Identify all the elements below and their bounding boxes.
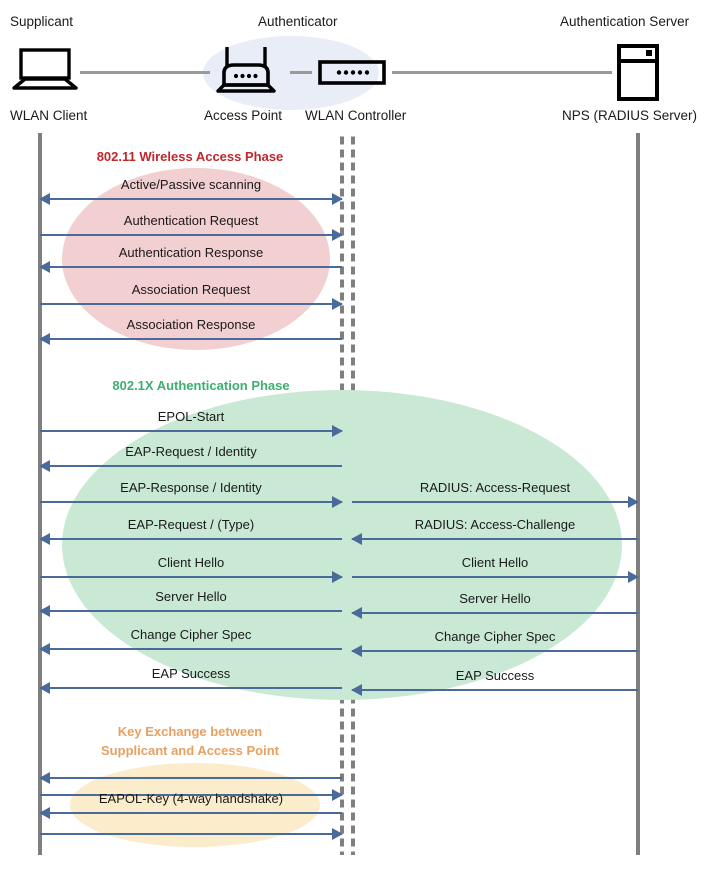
message-line — [352, 576, 638, 578]
arrow-head-right-icon — [332, 298, 343, 310]
arrow-head-right-icon — [332, 828, 343, 840]
actor-role-authenticator: Authenticator — [258, 14, 338, 29]
arrow-head-right-icon — [332, 425, 343, 437]
message-line — [40, 794, 342, 796]
arrow-head-left-icon — [39, 605, 50, 617]
arrow-head-left-icon — [39, 193, 50, 205]
message-line — [352, 689, 638, 691]
arrow-head-left-icon — [351, 645, 362, 657]
message-label: Authentication Response — [118, 245, 264, 260]
message-label: EAP-Request / Identity — [125, 444, 257, 459]
message-line — [40, 501, 342, 503]
message-label: Client Hello — [157, 555, 225, 570]
message-label: Active/Passive scanning — [120, 177, 262, 192]
arrow-head-left-icon — [39, 533, 50, 545]
message-label: Server Hello — [459, 591, 531, 606]
laptop-icon — [12, 48, 78, 97]
arrow-head-left-icon — [351, 533, 362, 545]
actor-role-authentication-server: Authentication Server — [560, 14, 690, 29]
arrow-head-right-icon — [332, 193, 343, 205]
arrow-head-left-icon — [39, 261, 50, 273]
message-label: Association Request — [131, 282, 251, 297]
message-line — [40, 610, 342, 612]
message-line — [40, 266, 342, 268]
wlan-controller-icon — [318, 60, 386, 90]
message-line — [40, 303, 342, 305]
message-line — [40, 538, 342, 540]
message-label: Authentication Request — [123, 213, 259, 228]
message-line — [352, 501, 638, 503]
message-line — [40, 198, 342, 200]
message-label: Change Cipher Spec — [130, 627, 252, 642]
message-line — [40, 234, 342, 236]
arrow-head-right-icon — [332, 229, 343, 241]
lifeline-authentication-server — [636, 133, 640, 855]
actor-role-supplicant: Supplicant — [10, 14, 74, 29]
message-line — [40, 576, 342, 578]
message-label: Association Response — [126, 317, 256, 332]
arrow-head-left-icon — [39, 333, 50, 345]
link-client-to-ap — [80, 71, 210, 74]
message-label: EAP-Response / Identity — [120, 480, 262, 495]
link-controller-to-server — [392, 71, 612, 74]
actor-device-wlan-client: WLAN Client — [10, 108, 88, 123]
message-label: Server Hello — [155, 589, 227, 604]
message-line — [40, 777, 342, 779]
arrow-head-left-icon — [39, 772, 50, 784]
phase3-label-line2: Supplicant and Access Point — [101, 743, 279, 758]
arrow-head-right-icon — [628, 496, 639, 508]
message-line — [40, 338, 342, 340]
arrow-head-right-icon — [628, 571, 639, 583]
message-line — [40, 465, 342, 467]
arrow-head-left-icon — [351, 684, 362, 696]
actor-device-nps-radius-server: NPS (RADIUS Server) — [562, 108, 698, 123]
arrow-head-left-icon — [39, 807, 50, 819]
arrow-head-left-icon — [351, 607, 362, 619]
phase3-label-line1: Key Exchange between — [117, 724, 263, 739]
message-label: EPOL-Start — [157, 409, 225, 424]
message-label: Change Cipher Spec — [434, 629, 556, 644]
message-label: EAP Success — [151, 666, 231, 681]
message-label: EAP Success — [455, 668, 535, 683]
link-ap-to-controller — [290, 71, 312, 74]
server-icon — [617, 44, 659, 106]
message-label: RADIUS: Access-Challenge — [414, 517, 576, 532]
message-label: EAPOL-Key (4-way handshake) — [98, 791, 284, 806]
access-point-icon — [216, 46, 276, 98]
message-line — [40, 812, 342, 814]
message-label: RADIUS: Access-Request — [419, 480, 571, 495]
phase1-label: 802.11 Wireless Access Phase — [96, 149, 284, 164]
message-label: Client Hello — [461, 555, 529, 570]
message-label: EAP-Request / (Type) — [127, 517, 255, 532]
lifeline-supplicant — [38, 133, 42, 855]
arrow-head-left-icon — [39, 643, 50, 655]
message-line — [352, 612, 638, 614]
message-line — [40, 648, 342, 650]
arrow-head-right-icon — [332, 789, 343, 801]
arrow-head-left-icon — [39, 682, 50, 694]
message-line — [40, 687, 342, 689]
message-line — [40, 833, 342, 835]
message-line — [352, 538, 638, 540]
message-line — [40, 430, 342, 432]
message-line — [352, 650, 638, 652]
actor-device-access-point: Access Point — [204, 108, 283, 123]
arrow-head-right-icon — [332, 571, 343, 583]
arrow-head-left-icon — [39, 460, 50, 472]
arrow-head-right-icon — [332, 496, 343, 508]
actor-device-wlan-controller: WLAN Controller — [305, 108, 407, 123]
phase2-label: 802.1X Authentication Phase — [112, 378, 290, 393]
